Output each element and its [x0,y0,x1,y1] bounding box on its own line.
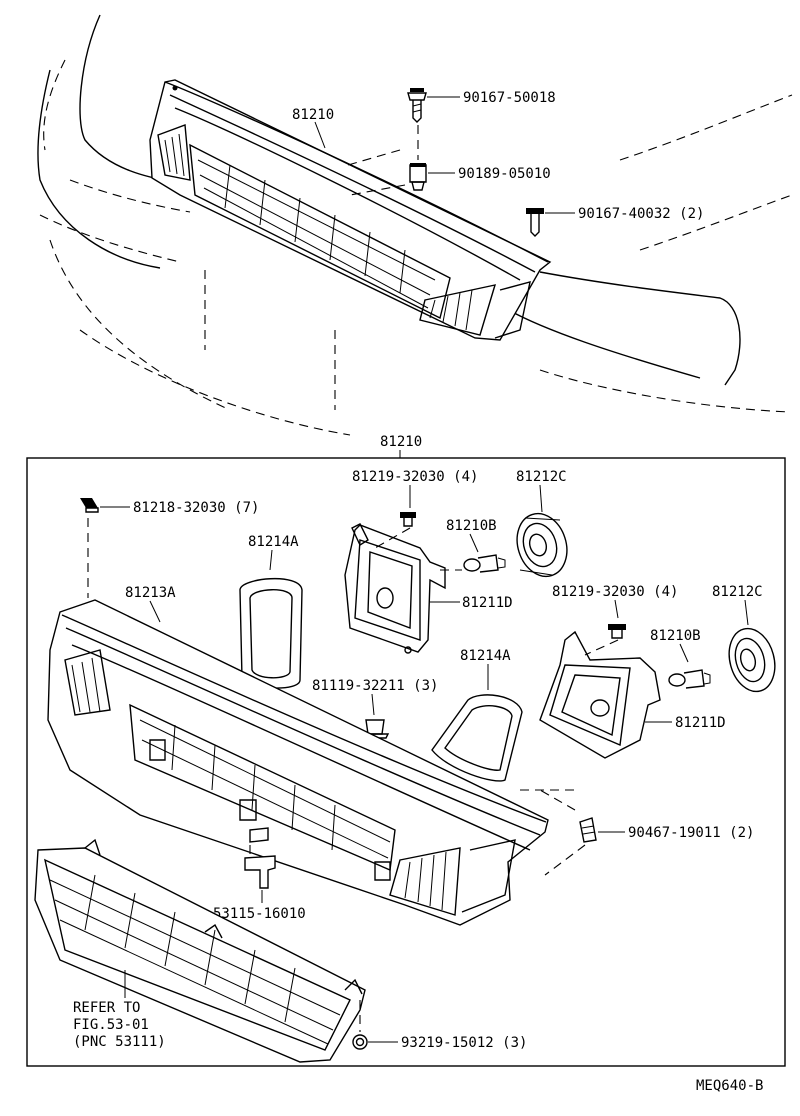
lamp-left-icon [344,523,446,654]
label-socket-right: 81212C [712,584,763,600]
gasket-left-icon [239,578,303,689]
diagram-code: MEQ640-B [696,1078,763,1094]
bolt-side-icon [526,208,544,237]
label-bolt-upper: 90167-50018 [463,90,556,106]
socket-right-icon [728,627,776,693]
label-refer-1: REFER TO [73,1000,140,1016]
label-nut: 90189-05010 [458,166,551,182]
label-screw-right: 81219-32030 (4) [552,584,678,600]
label-socket-left: 81212C [516,469,567,485]
label-clip-corner: 81218-32030 (7) [133,500,259,516]
label-grille-top: 81210 [292,107,334,123]
label-refer-3: (PNC 53111) [73,1034,166,1050]
label-box-title: 81210 [380,434,422,450]
clip-corner-icon [80,498,99,513]
label-clip-right: 90467-19011 (2) [628,825,754,841]
label-gasket-left: 81214A [248,534,299,550]
screw-left-icon [400,512,416,527]
socket-left-icon [516,512,568,578]
screw-right-icon [608,624,626,639]
grille-body-icon [47,599,549,926]
lamp-right-icon [539,630,661,759]
lower-grille-icon [34,838,366,1063]
label-refer-2: FIG.53-01 [73,1017,149,1033]
label-bracket: 53115-16010 [213,906,306,922]
label-screw-left: 81219-32030 (4) [352,469,478,485]
label-bulb-left: 81210B [446,518,497,534]
bumper-outline [37,14,793,436]
bracket-icon [244,827,276,889]
label-lamp-right: 81211D [675,715,726,731]
nut-icon [409,163,427,191]
nut-bottom-icon [352,1034,368,1050]
bolt-upper-icon [407,88,427,123]
exploded-view-frame [26,457,786,1067]
gasket-right-icon [431,694,523,782]
label-grille-body: 81213A [125,585,176,601]
grille-assembly-top [149,79,552,341]
label-nut-bottom: 93219-15012 (3) [401,1035,527,1051]
clip-right-icon [579,817,597,843]
bulb-left-icon [463,554,506,573]
label-lamp-left: 81211D [462,595,513,611]
label-bolt-side: 90167-40032 (2) [578,206,704,222]
bulb-right-icon [668,669,711,689]
label-bulb-right: 81210B [650,628,701,644]
label-gasket-right: 81214A [460,648,511,664]
label-clip-center: 81119-32211 (3) [312,678,438,694]
